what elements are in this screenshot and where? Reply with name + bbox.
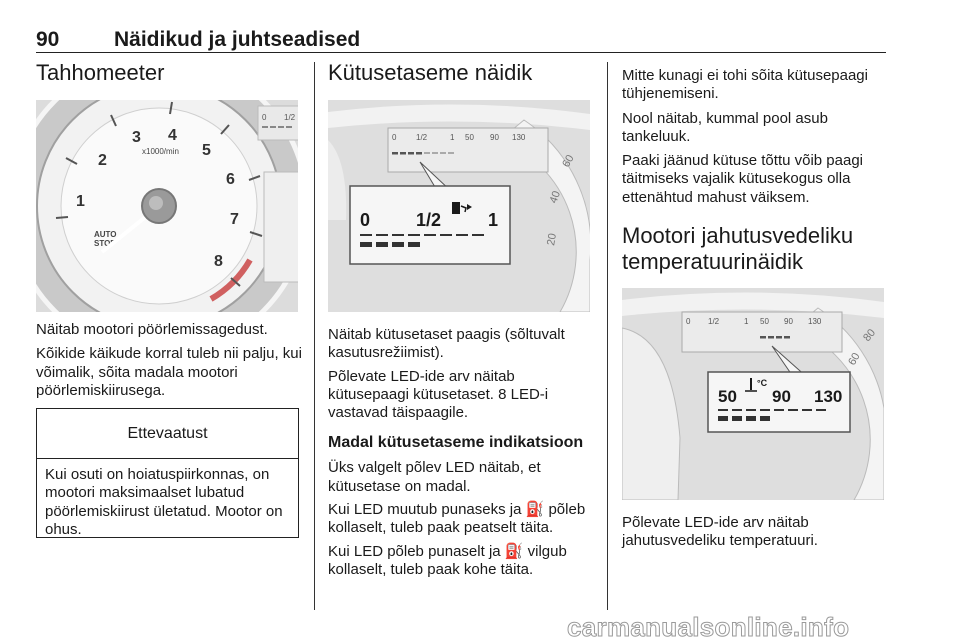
paragraph: Kõikide käikude korral tuleb nii palju, …	[36, 345, 302, 399]
side-display	[263, 171, 298, 283]
autostop-label: AUTO	[94, 230, 117, 239]
fuel-label: 1/2	[284, 113, 296, 122]
zoom-label-half: 1/2	[416, 210, 441, 230]
column-divider	[314, 62, 315, 610]
paragraph: Paaki jäänud kütuse tõttu võib paagi täi…	[622, 152, 864, 206]
paragraph: Kui LED põleb punaselt ja ⛽ vilgub kolla…	[328, 542, 567, 578]
display-label: 0	[392, 133, 397, 142]
coolant-led-row	[718, 409, 826, 422]
zoom-display	[349, 185, 511, 265]
temperature-unit: °C	[757, 378, 768, 388]
fuel-display-strip	[257, 105, 298, 141]
gauge-number: 2	[98, 152, 107, 169]
paragraph: Mitte kunagi ei tohi sõita kütusepaagi t…	[622, 67, 868, 103]
zoom-label-low: 50	[718, 387, 737, 406]
speed-label: 60	[846, 351, 863, 368]
tachometer-figure: 1 2 3 4 5 6 7 8 x1000/min AUTO STOP 0 1/…	[36, 100, 298, 312]
section-heading-fuel-gauge: Kütusetaseme näidik	[328, 60, 533, 85]
speed-label: 20	[545, 232, 559, 246]
fuel-pump-icon	[452, 202, 472, 214]
gauge-number: 8	[214, 253, 223, 270]
warning-box: Ettevaatust Kui osuti on hoiatuspiirkonn…	[36, 408, 299, 538]
speed-label: 40	[548, 189, 563, 205]
gauge-number: 3	[132, 129, 141, 146]
display-label: 50	[760, 317, 769, 326]
paragraph: Näitab mootori pöörlemissagedust.	[36, 321, 268, 338]
display-label: 1	[450, 133, 455, 142]
coolant-temperature-icon	[745, 378, 757, 392]
cluster-display	[387, 127, 549, 173]
column-tachometer: Tahhomeeter 1 2 3 4 5 6 7 8 x1000/min AU	[36, 60, 302, 400]
paragraph: Näitab kütusetaset paagis (sõltuvalt kas…	[328, 326, 565, 362]
fuel-gauge-figure: 0 1/2 1 50 90 130 0 1/2 1 40 60	[328, 100, 590, 312]
warning-title: Ettevaatust	[37, 409, 298, 459]
zoom-label-empty: 0	[360, 210, 370, 230]
autostop-label: STOP	[94, 239, 116, 248]
paragraph: Üks valgelt põlev LED näitab, et kütuset…	[328, 459, 541, 495]
paragraph: Põlevate LED-ide arv näitab kütusepaagi …	[328, 367, 549, 422]
subheading-low-fuel: Madal kütusetaseme indikatsioon	[328, 434, 584, 452]
page-title: Näidikud ja juhtseadised	[114, 28, 361, 51]
display-label: 130	[808, 317, 822, 326]
gauge-number: 6	[226, 171, 235, 188]
display-label: 1	[744, 317, 749, 326]
paragraph: Kui LED muutub punaseks ja ⛽ põleb kolla…	[328, 501, 586, 537]
gauge-number: 4	[168, 127, 177, 144]
display-label: 0	[686, 317, 691, 326]
zoom-label-mid: 90	[772, 387, 791, 406]
section-heading-tachometer: Tahhomeeter	[36, 60, 165, 85]
speed-label: 60	[560, 153, 577, 170]
coolant-gauge-figure: 0 1/2 1 50 90 130 50 90 130 °C 60 80	[622, 288, 884, 501]
fuel-led-row	[360, 234, 484, 247]
column-divider	[607, 62, 608, 610]
gauge-number: 7	[230, 211, 239, 228]
watermark: carmanualsonline.info	[566, 612, 850, 643]
warning-body: Kui osuti on hoiatuspiirkonnas, on mooto…	[45, 466, 283, 538]
column-fuel-gauge: Kütusetaseme näidik 0 1/2 1 50 90 130 0 …	[328, 60, 596, 579]
display-label: 1/2	[708, 317, 720, 326]
display-label: 90	[784, 317, 793, 326]
page-header: 90 Näidikud ja juhtseadised	[36, 28, 886, 53]
fuel-label: 0	[262, 113, 267, 122]
gauge-number: 1	[76, 193, 85, 210]
column-coolant: Mitte kunagi ei tohi sõita kütusepaagi t…	[622, 67, 888, 551]
display-label: 50	[465, 133, 474, 142]
paragraph: Põlevate LED-ide arv näitab jahutusvedel…	[622, 514, 818, 550]
zoom-display	[707, 371, 851, 433]
display-label: 90	[490, 133, 499, 142]
page-number: 90	[36, 28, 60, 51]
display-label: 130	[512, 133, 526, 142]
paragraph: Nool näitab, kummal pool asub tankeluuk.	[622, 109, 828, 145]
unit-label: x1000/min	[142, 147, 179, 156]
cluster-display	[681, 311, 843, 353]
zoom-label-high: 130	[814, 387, 842, 406]
display-label: 1/2	[416, 133, 428, 142]
zoom-label-full: 1	[488, 210, 498, 230]
gauge-number: 5	[202, 142, 211, 159]
section-heading-coolant: Mootori jahutusvedeliku temperatuurinäid…	[622, 223, 854, 275]
